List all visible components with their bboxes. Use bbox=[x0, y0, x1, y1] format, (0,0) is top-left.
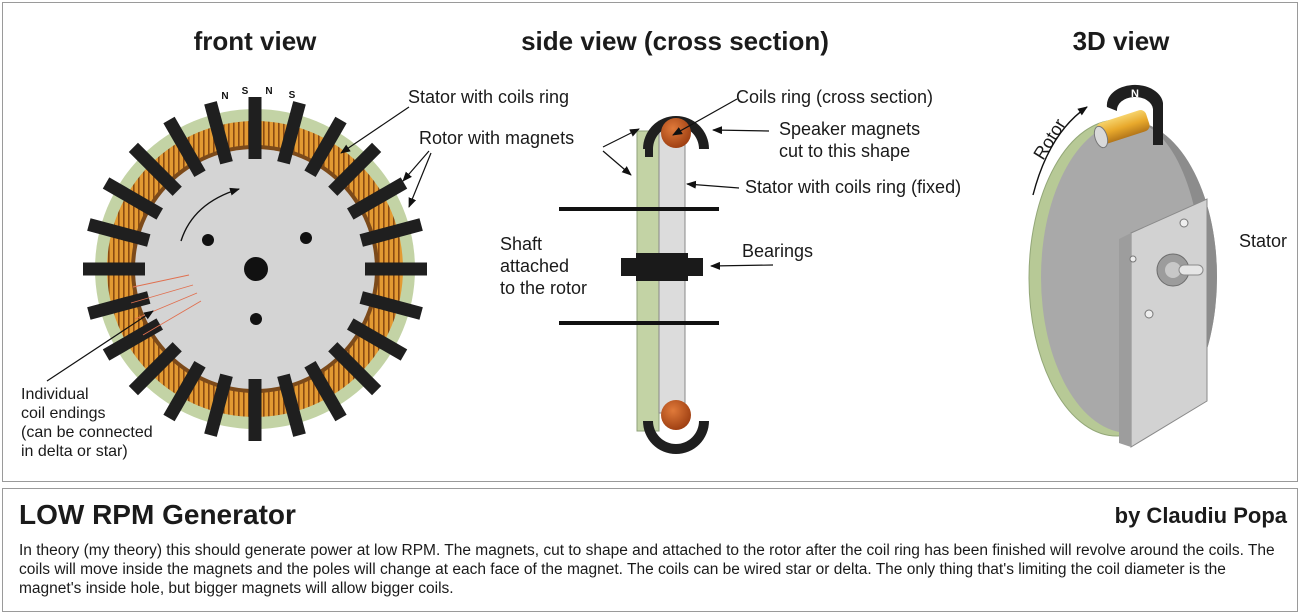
3d-view-diagram: N Rotor Stator bbox=[1028, 84, 1287, 448]
leader-arrow bbox=[46, 310, 154, 382]
pole-letter: N bbox=[221, 91, 228, 102]
coil-ending-wire bbox=[130, 284, 194, 304]
coil-ending-wire bbox=[142, 300, 202, 336]
magnet-bottom-section bbox=[643, 421, 709, 454]
rotor-magnet bbox=[204, 101, 233, 165]
rotor-magnet bbox=[83, 262, 145, 276]
rotor-magnet bbox=[277, 101, 306, 165]
label-coils-ring-cross: Coils ring (cross section) bbox=[736, 87, 933, 107]
rotor-magnet bbox=[163, 361, 206, 422]
rotor-magnet bbox=[359, 291, 423, 320]
label-bearings: Bearings bbox=[742, 241, 813, 261]
rotor-magnet bbox=[277, 373, 306, 437]
rotor-magnet bbox=[163, 116, 206, 177]
leader-arrow bbox=[672, 98, 738, 136]
rotor-magnet bbox=[87, 218, 151, 247]
footer-description: In theory (my theory) this should genera… bbox=[19, 542, 1275, 597]
mount-plate-3d bbox=[1130, 198, 1208, 448]
rotor-magnet bbox=[347, 177, 408, 220]
shaft-3d bbox=[1178, 264, 1204, 276]
footer-author: by Claudiu Popa bbox=[1114, 503, 1287, 528]
leader-arrow bbox=[686, 180, 740, 189]
bolt-3d bbox=[1129, 255, 1137, 263]
bolt-3d bbox=[1144, 309, 1154, 319]
label-stator-coils-ring: Stator with coils ring bbox=[408, 87, 569, 107]
rotor-magnet bbox=[102, 318, 163, 361]
footer-title: LOW RPM Generator bbox=[19, 499, 296, 530]
3d-view-title: 3D view bbox=[1073, 26, 1171, 56]
rotor-magnet bbox=[102, 177, 163, 220]
magnet-3d bbox=[1106, 84, 1163, 145]
pole-letter: N bbox=[265, 86, 272, 97]
rotor-magnet bbox=[328, 342, 382, 396]
pole-letter-3d: N bbox=[1131, 88, 1139, 100]
pole-letter: S bbox=[242, 86, 249, 97]
coil-3d bbox=[1096, 110, 1150, 144]
label-coil-endings: coil endings bbox=[21, 405, 106, 422]
bolt-3d bbox=[1179, 218, 1189, 228]
label-stator-fixed: Stator with coils ring (fixed) bbox=[745, 177, 961, 197]
shaft-hole bbox=[244, 257, 268, 281]
rotor-magnet bbox=[128, 142, 182, 196]
rotor-hole-left bbox=[202, 234, 214, 246]
rotor-magnet bbox=[347, 318, 408, 361]
rotor-magnet bbox=[248, 97, 262, 159]
coil-core-bottom bbox=[661, 400, 691, 430]
side-view-diagram: Coils ring (cross section) Speaker magne… bbox=[500, 87, 961, 454]
bearing-block bbox=[636, 253, 688, 281]
mount-plate-side bbox=[1119, 233, 1131, 447]
rotor-magnet bbox=[304, 361, 347, 422]
rotor-magnet bbox=[87, 291, 151, 320]
pole-letter: S bbox=[289, 90, 296, 101]
front-view-title: front view bbox=[194, 26, 318, 56]
rotor-rotation-arrow bbox=[1032, 106, 1088, 196]
diagram-panel: front view side view (cross section) 3D … bbox=[2, 2, 1298, 482]
leader-arrow bbox=[602, 128, 640, 148]
label-shaft: to the rotor bbox=[500, 278, 587, 298]
side-view-title: side view (cross section) bbox=[521, 26, 829, 56]
leader-arrow bbox=[712, 126, 770, 135]
label-coil-endings: in delta or star) bbox=[21, 443, 128, 460]
rotor-hole-right bbox=[300, 232, 312, 244]
label-coil-endings: (can be connected bbox=[21, 424, 153, 441]
coil-3d-end bbox=[1093, 125, 1109, 149]
diagram-canvas: front view side view (cross section) 3D … bbox=[21, 26, 1287, 460]
hub-inner-3d bbox=[1165, 262, 1181, 278]
footer-panel: LOW RPM Generator by Claudiu Popa In the… bbox=[2, 488, 1298, 612]
label-shaft: attached bbox=[500, 256, 569, 276]
label-rotor-magnets: Rotor with magnets bbox=[419, 128, 574, 148]
rotor-magnet bbox=[365, 262, 427, 276]
rotor-magnet bbox=[248, 379, 262, 441]
rotor-hole-bottom bbox=[250, 313, 262, 325]
label-stator-3d: Stator bbox=[1239, 231, 1287, 251]
leader-arrow bbox=[710, 261, 774, 270]
front-view-diagram: N S N S Stator with coils ring Rotor wit… bbox=[21, 86, 574, 460]
label-speaker-magnets: Speaker magnets bbox=[779, 119, 920, 139]
rotor-magnet bbox=[304, 116, 347, 177]
rotor-magnet bbox=[204, 373, 233, 437]
rotor-magnets bbox=[83, 97, 427, 441]
leader-arrow bbox=[402, 150, 430, 182]
rotor-magnet bbox=[359, 218, 423, 247]
rotation-arrow bbox=[180, 187, 240, 242]
rotor-magnet bbox=[128, 342, 182, 396]
label-coil-endings: Individual bbox=[21, 386, 89, 403]
leader-arrow bbox=[408, 152, 432, 208]
magnet-top-section-body bbox=[645, 149, 653, 157]
label-speaker-magnets: cut to this shape bbox=[779, 141, 910, 161]
leader-arrow bbox=[602, 150, 632, 176]
label-shaft: Shaft bbox=[500, 234, 542, 254]
leader-arrow bbox=[340, 106, 410, 154]
rotor-magnet bbox=[328, 142, 382, 196]
coil-ending-wire bbox=[132, 274, 190, 288]
